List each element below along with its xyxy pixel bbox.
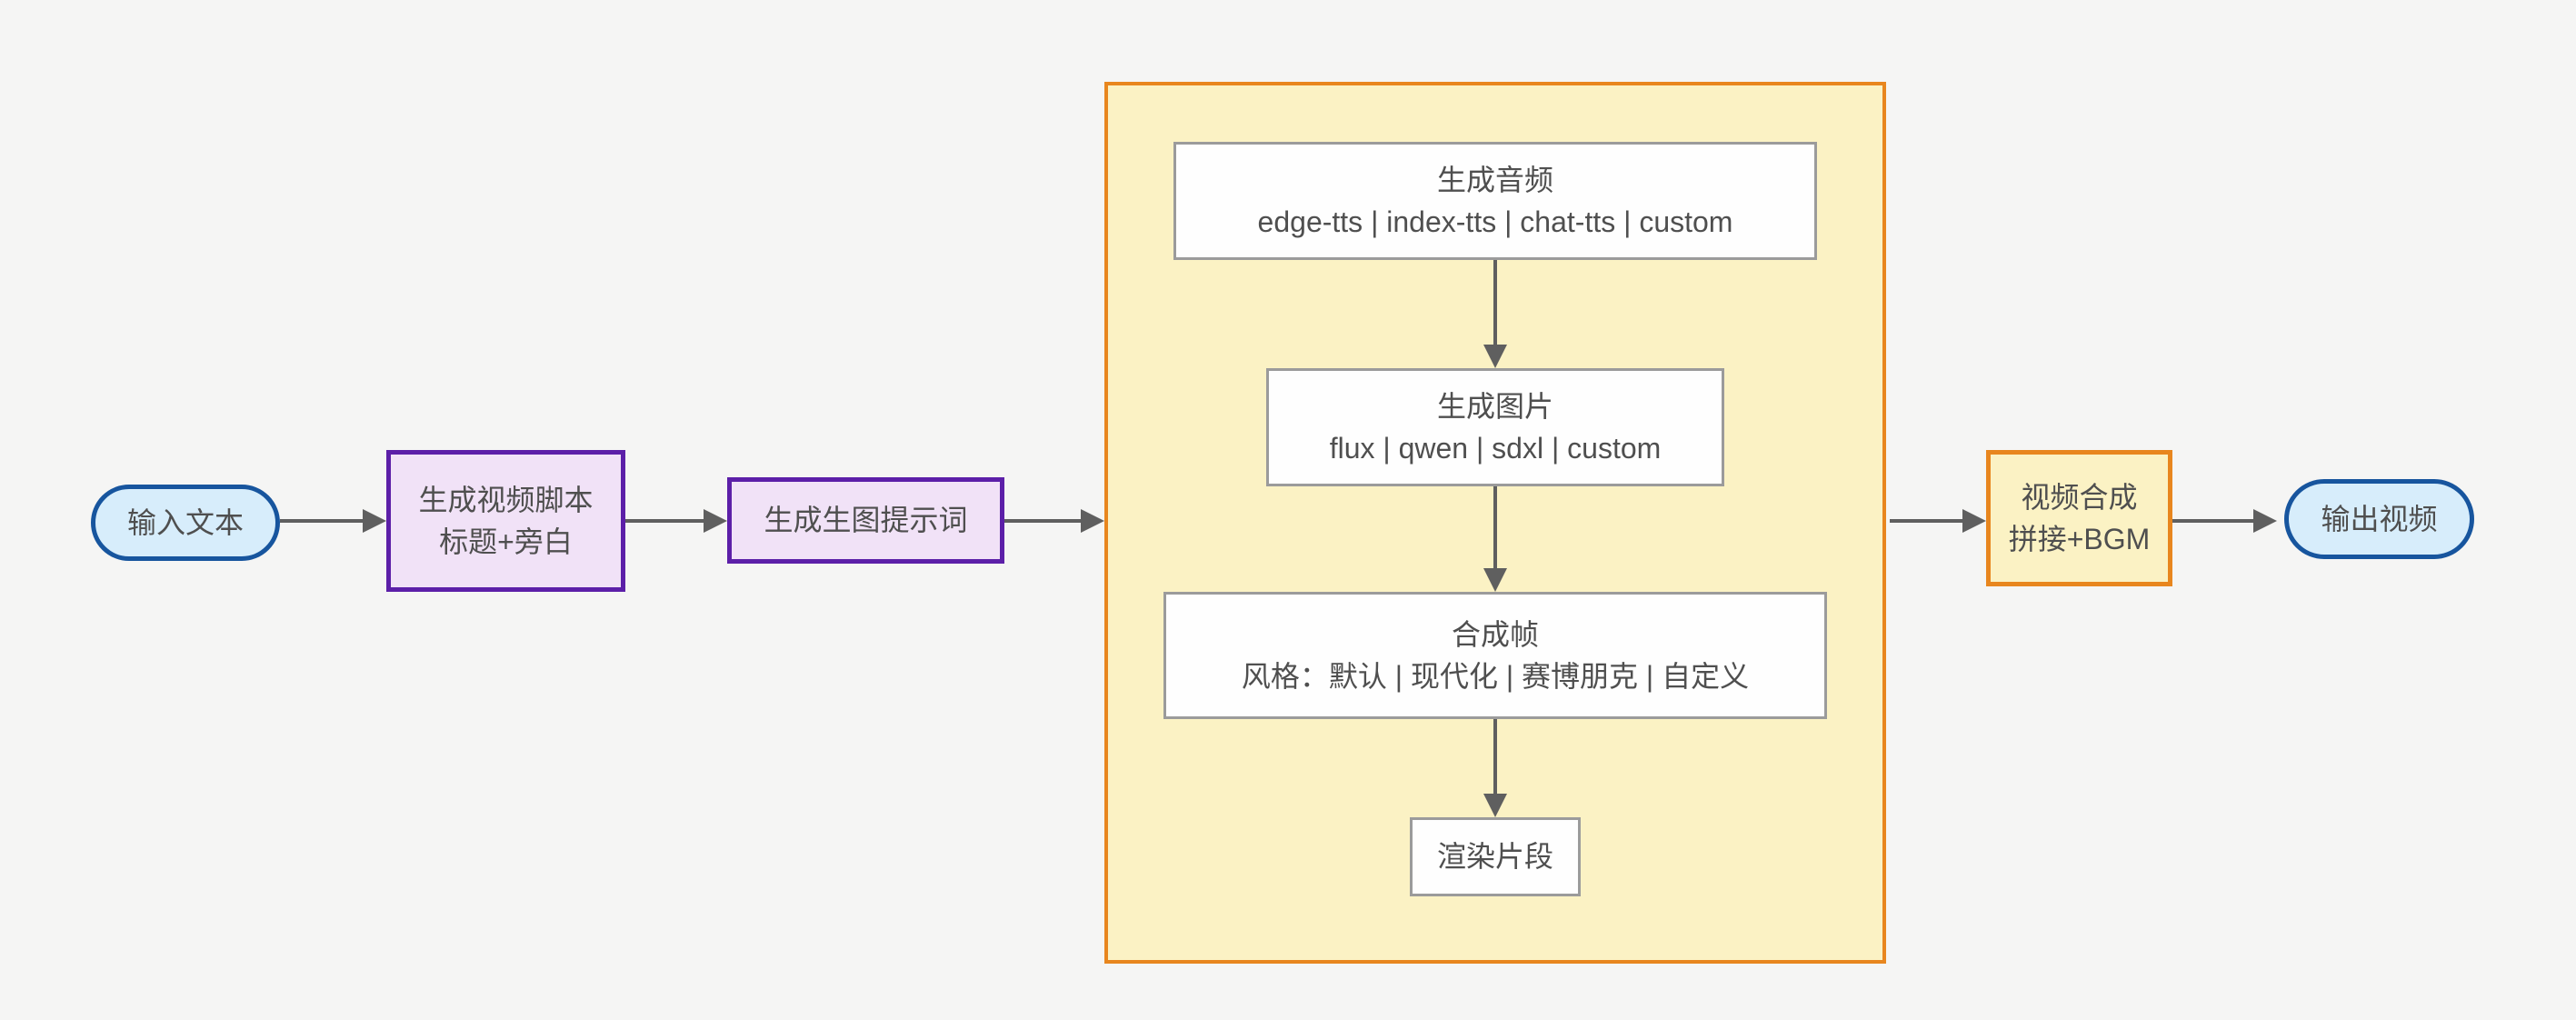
node-generate-audio: 生成音频 edge-tts | index-tts | chat-tts | c… xyxy=(1173,142,1817,260)
node-generate-audio-line2: edge-tts | index-tts | chat-tts | custom xyxy=(1257,205,1733,238)
node-video-compose-line2: 拼接+BGM xyxy=(2008,523,2151,555)
arrowhead-icon xyxy=(704,509,727,533)
arrowhead-icon xyxy=(2253,509,2277,533)
node-generate-image-prompt: 生成生图提示词 xyxy=(727,477,1004,564)
arrow-line xyxy=(1493,719,1497,795)
node-output-video: 输出视频 xyxy=(2284,479,2474,559)
node-compose-frame-line2: 风格：默认 | 现代化 | 赛博朋克 | 自定义 xyxy=(1241,660,1750,693)
arrow-line xyxy=(1493,260,1497,346)
node-compose-frame-line1: 合成帧 xyxy=(1451,617,1539,651)
node-generate-image-line1: 生成图片 xyxy=(1436,389,1553,423)
node-generate-script-line1: 生成视频脚本 xyxy=(418,483,594,516)
node-generate-script: 生成视频脚本 标题+旁白 xyxy=(386,450,625,592)
node-render-clip-label: 渲染片段 xyxy=(1436,840,1553,874)
arrowhead-icon xyxy=(363,509,386,533)
node-generate-image: 生成图片 flux | qwen | sdxl | custom xyxy=(1266,368,1724,486)
arrowhead-icon xyxy=(1483,794,1507,817)
arrow-line xyxy=(1493,486,1497,570)
arrowhead-icon xyxy=(1081,509,1104,533)
node-input-text-label: 输入文本 xyxy=(126,505,244,539)
arrow-line xyxy=(625,519,705,523)
arrow-line xyxy=(1004,519,1083,523)
node-input-text: 输入文本 xyxy=(91,485,280,561)
node-compose-frame: 合成帧 风格：默认 | 现代化 | 赛博朋克 | 自定义 xyxy=(1163,592,1827,719)
arrowhead-icon xyxy=(1483,568,1507,592)
arrowhead-icon xyxy=(1483,345,1507,368)
node-generate-audio-line1: 生成音频 xyxy=(1436,163,1553,196)
arrowhead-icon xyxy=(1962,509,1986,533)
node-generate-image-line2: flux | qwen | sdxl | custom xyxy=(1329,432,1662,465)
node-video-compose: 视频合成 拼接+BGM xyxy=(1986,450,2172,586)
arrow-line xyxy=(280,519,364,523)
node-generate-image-prompt-label: 生成生图提示词 xyxy=(764,504,968,537)
arrow-line xyxy=(2172,519,2255,523)
node-generate-script-line2: 标题+旁白 xyxy=(439,525,573,558)
arrow-line xyxy=(1890,519,1964,523)
node-output-video-label: 输出视频 xyxy=(2321,502,2438,535)
node-render-clip: 渲染片段 xyxy=(1410,817,1581,896)
node-video-compose-line1: 视频合成 xyxy=(2021,480,2138,514)
